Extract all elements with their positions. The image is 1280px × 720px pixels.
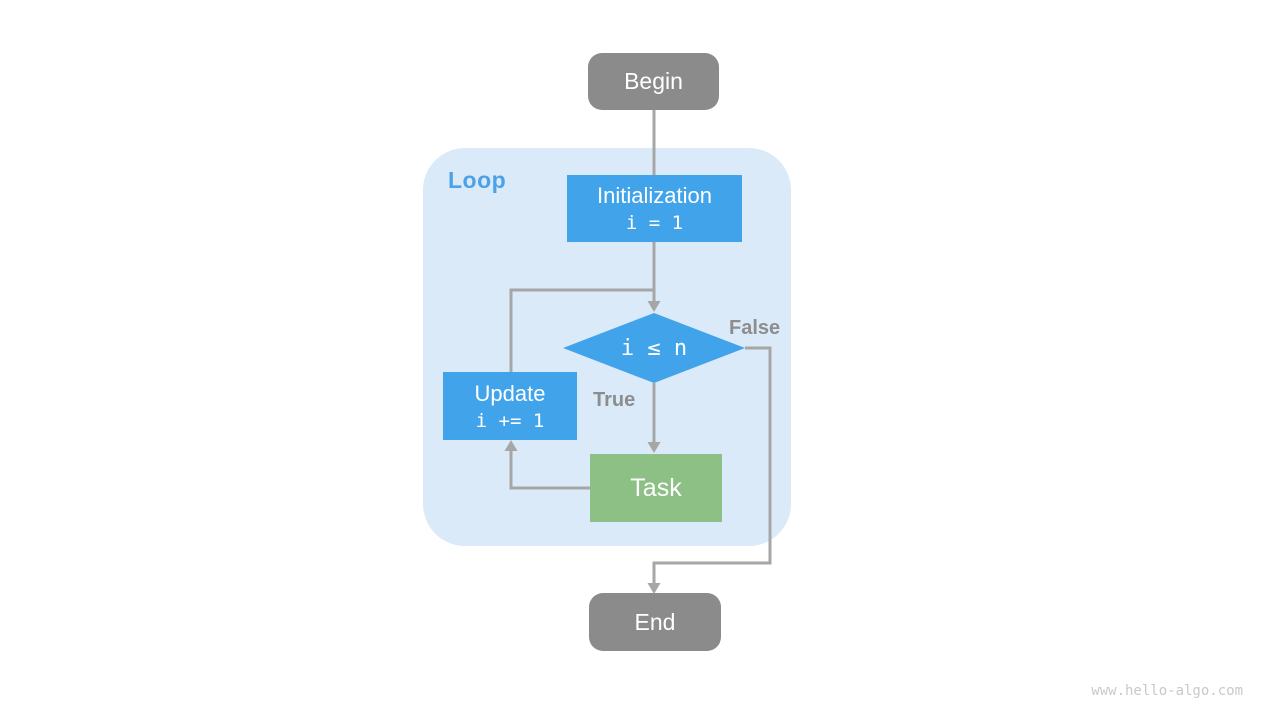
node-update-code: i += 1 <box>475 409 545 432</box>
node-task-label: Task <box>630 473 682 502</box>
edge-task-to-update <box>509 450 590 490</box>
node-initialization: Initialization i = 1 <box>567 175 742 242</box>
node-condition-label: i ≤ n <box>620 335 688 361</box>
edge-label-true: True <box>593 389 636 411</box>
node-update: Update i += 1 <box>443 372 577 440</box>
arrowhead-into-end <box>647 583 661 594</box>
node-end-label: End <box>634 608 676 635</box>
loop-label: Loop <box>448 167 507 193</box>
node-task: Task <box>590 454 722 522</box>
arrowhead-into-task <box>647 442 661 453</box>
node-end: End <box>589 593 721 651</box>
edge-label-false: False <box>729 317 781 339</box>
edge-condition-to-end <box>652 346 772 585</box>
arrowhead-into-condition <box>647 301 661 312</box>
node-begin: Begin <box>588 53 719 110</box>
arrowhead-into-update <box>504 440 518 451</box>
node-initialization-code: i = 1 <box>625 212 684 234</box>
node-begin-label: Begin <box>624 68 683 94</box>
node-initialization-label: Initialization <box>597 183 712 208</box>
node-update-label: Update <box>474 380 546 406</box>
edge-update-to-condition <box>509 288 654 373</box>
watermark: www.hello-algo.com <box>1091 683 1243 699</box>
